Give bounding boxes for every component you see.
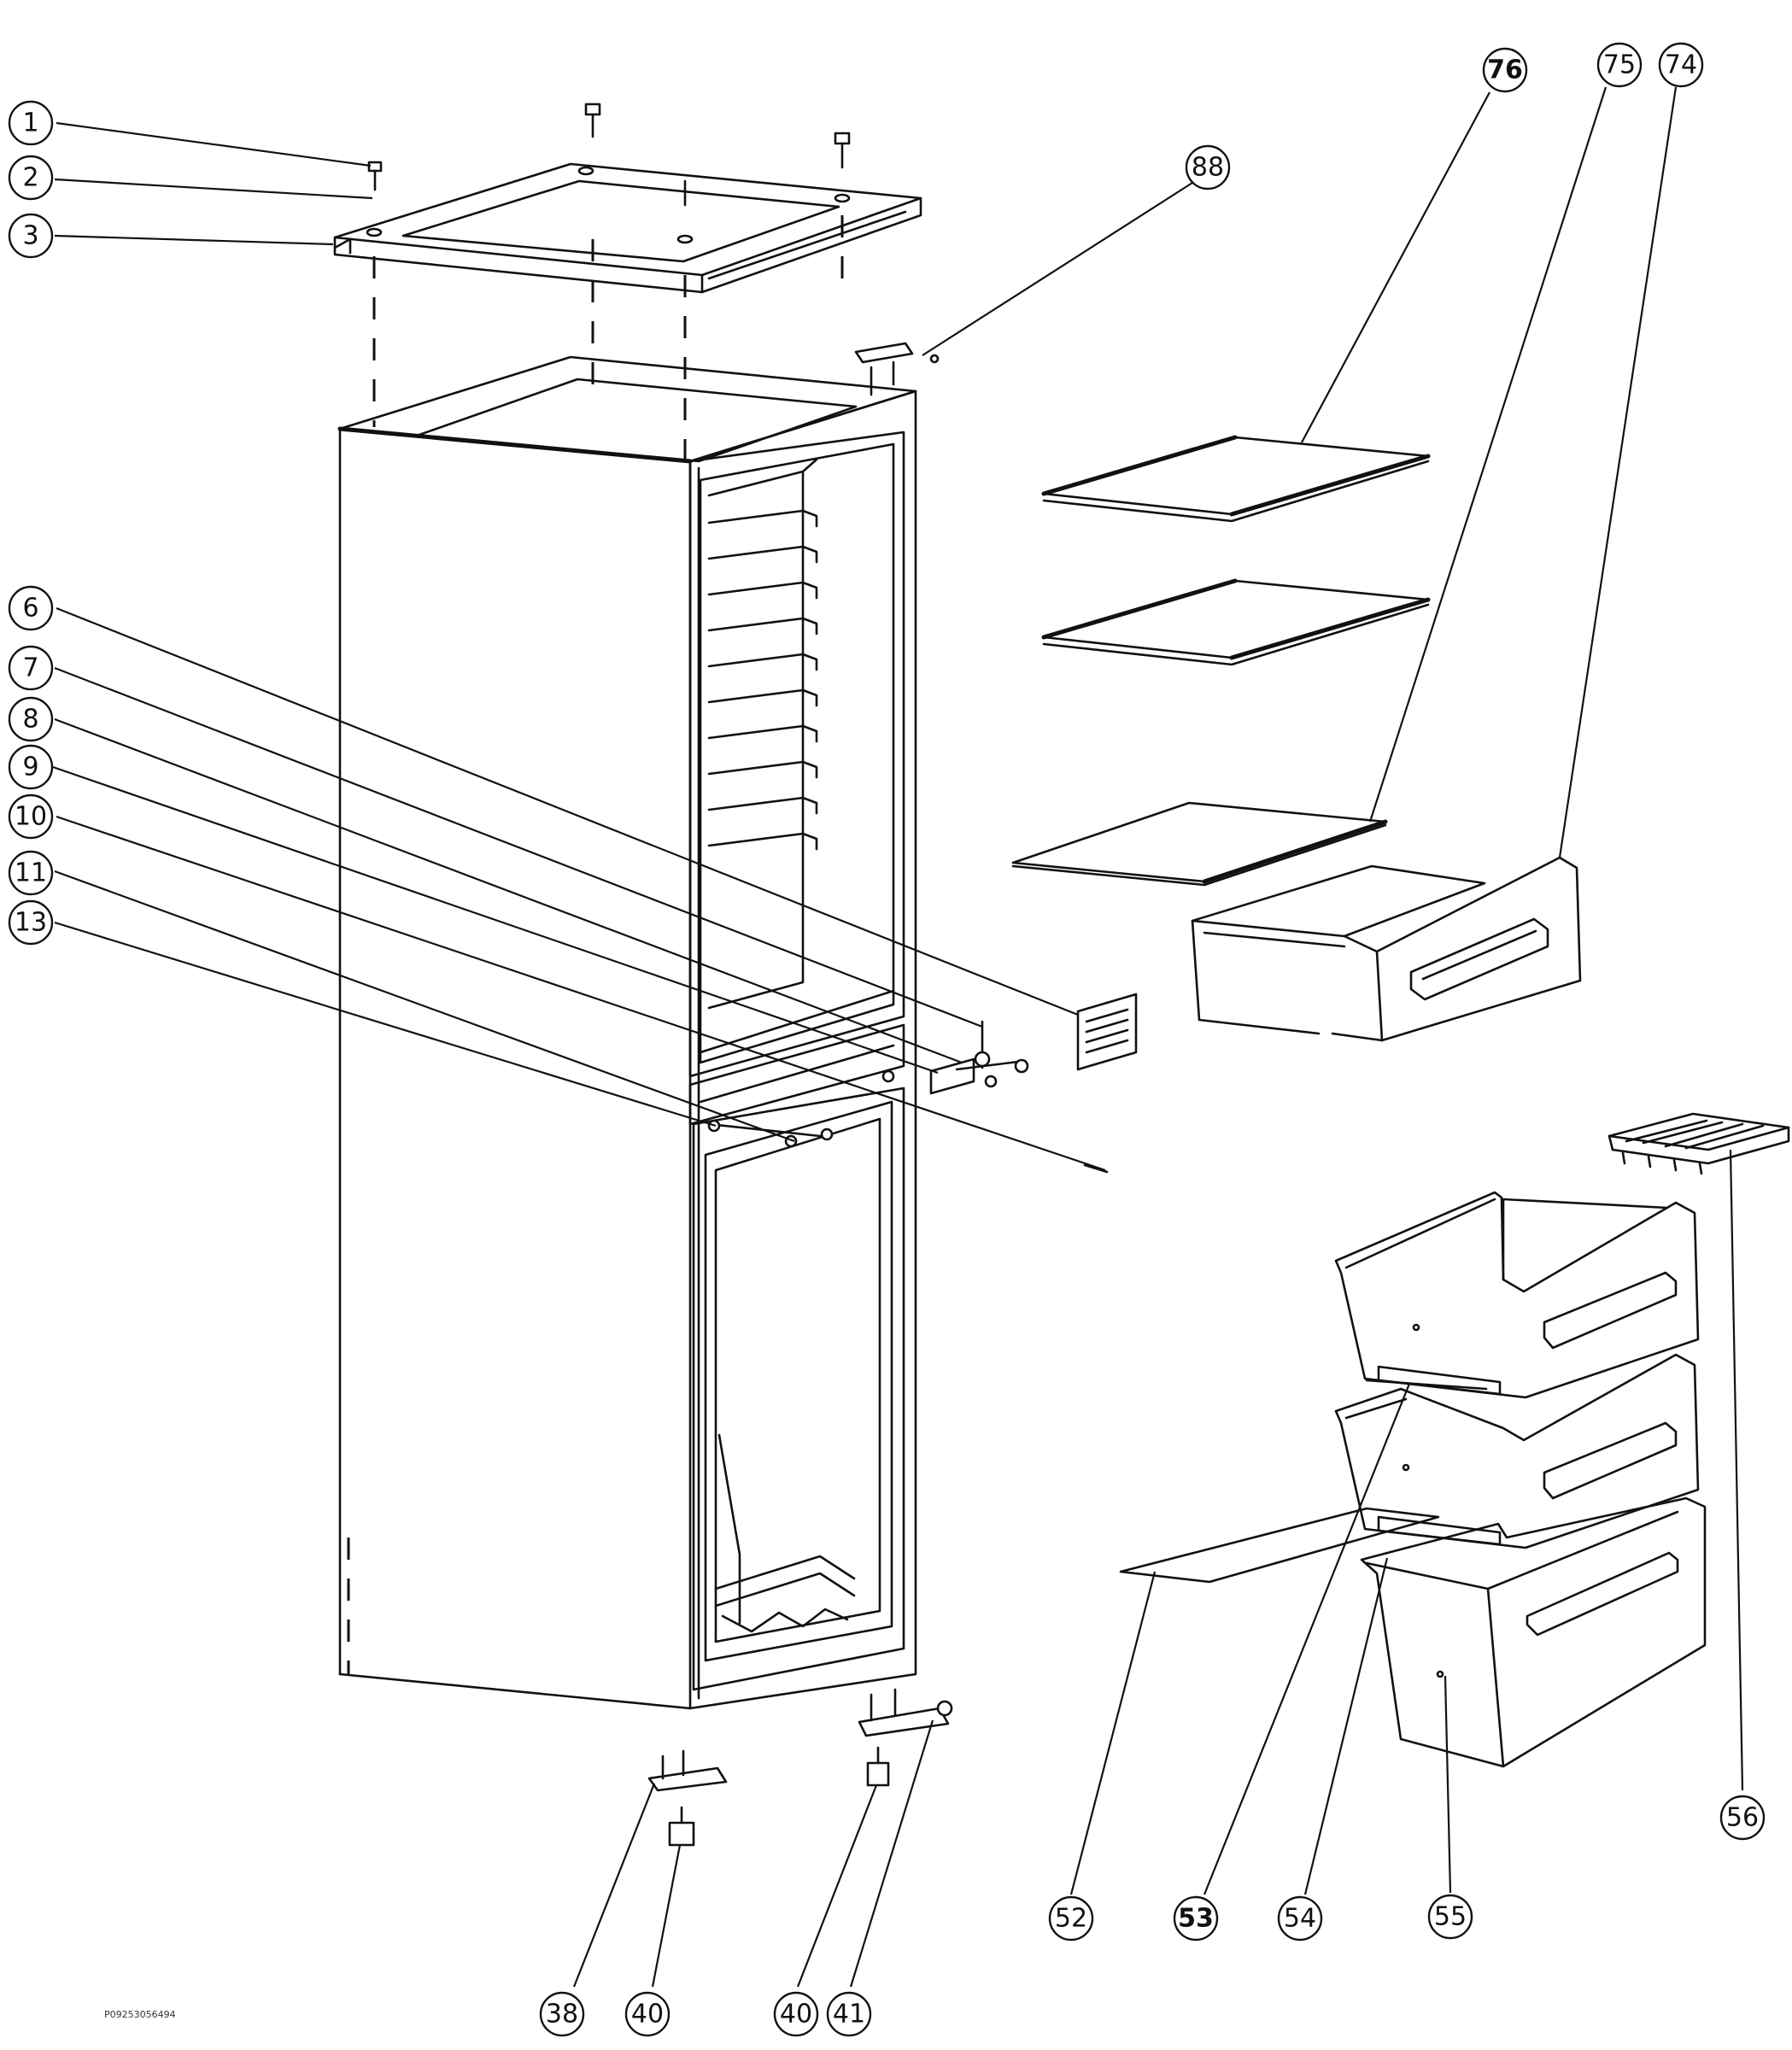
shelf-rail (707, 617, 818, 636)
shelf-rail (707, 724, 818, 743)
callout-6: 6 (8, 585, 54, 631)
shelf-rail (707, 796, 818, 815)
callout-54: 54 (1277, 1895, 1323, 1942)
shelf-rail (707, 545, 818, 564)
callout-75: 75 (1596, 42, 1643, 88)
freezer-drawer-top (1334, 1191, 1700, 1399)
top-cover (333, 162, 922, 294)
shelf-rail (707, 832, 818, 851)
callout-74: 74 (1658, 42, 1704, 88)
svg-text:75: 75 (1603, 50, 1636, 80)
callout-55: 55 (1427, 1894, 1473, 1940)
callout-8: 8 (8, 696, 54, 742)
freezer-compartment (692, 1086, 905, 1691)
callout-41: 41 (826, 1991, 872, 2037)
svg-text:55: 55 (1434, 1902, 1467, 1932)
top-hinge (854, 342, 940, 396)
svg-text:2: 2 (22, 163, 38, 193)
cabinet-body (337, 355, 917, 1710)
svg-text:7: 7 (22, 653, 38, 683)
callout-40-left: 40 (624, 1991, 671, 2037)
svg-text:52: 52 (1055, 1904, 1087, 1934)
callout-9: 9 (8, 744, 54, 790)
shelf-rail (707, 688, 818, 707)
svg-text:40: 40 (780, 2000, 812, 2030)
svg-text:38: 38 (546, 2000, 578, 2030)
glass-shelf-upper (1041, 435, 1431, 523)
svg-text:74: 74 (1665, 50, 1697, 80)
svg-text:54: 54 (1284, 1904, 1316, 1934)
callout-38: 38 (539, 1991, 585, 2037)
svg-text:40: 40 (631, 2000, 664, 2030)
svg-text:3: 3 (22, 221, 38, 251)
shelf-rail (707, 653, 818, 671)
callout-56: 56 (1719, 1795, 1766, 1841)
svg-text:9: 9 (22, 753, 38, 782)
drawing-code: P09253056494 (104, 2009, 176, 2020)
fridge-shelf-rails (707, 509, 818, 851)
freezer-drawer-middle (1334, 1353, 1700, 1549)
shelf-rail (707, 581, 818, 600)
svg-text:53: 53 (1178, 1904, 1214, 1934)
shelf-rail (707, 760, 818, 779)
callout-13: 13 (8, 899, 54, 946)
callout-88: 88 (1185, 144, 1231, 190)
callout-76: 76 (1482, 47, 1528, 93)
top-cover-screws (366, 102, 851, 244)
callout-53: 53 (1173, 1895, 1219, 1942)
glass-shelf-middle (1041, 578, 1431, 666)
hinge-hardware (707, 993, 1138, 1174)
callout-3: 3 (8, 213, 54, 259)
callout-7: 7 (8, 645, 54, 691)
crisper-drawer (1191, 856, 1582, 1042)
callout-11: 11 (8, 850, 54, 896)
compartment-divider (688, 1023, 905, 1126)
freezer-glass-plate (1119, 1507, 1440, 1584)
svg-text:76: 76 (1487, 56, 1523, 85)
svg-text:11: 11 (15, 858, 47, 888)
bottom-hinge-and-feet (647, 1688, 953, 1847)
callout-2: 2 (8, 155, 54, 201)
callout-10: 10 (8, 794, 54, 840)
svg-text:8: 8 (22, 705, 38, 735)
callouts: 1 2 3 6 7 8 9 10 11 13 76 75 74 88 56 52… (8, 42, 1766, 2037)
svg-text:41: 41 (833, 2000, 865, 2030)
svg-text:13: 13 (15, 908, 47, 938)
shelf-rail (707, 509, 818, 528)
svg-text:56: 56 (1726, 1803, 1759, 1833)
freezer-drawer-bottom (1360, 1496, 1707, 1768)
leader-lines (52, 86, 1744, 1988)
callout-52: 52 (1048, 1895, 1094, 1942)
fridge-compartment (688, 430, 905, 1078)
svg-text:6: 6 (22, 594, 38, 624)
ice-tray (1608, 1112, 1790, 1175)
svg-text:10: 10 (15, 802, 47, 832)
svg-text:88: 88 (1192, 153, 1224, 183)
svg-text:1: 1 (22, 108, 38, 138)
callout-1: 1 (8, 100, 54, 146)
glass-shelf-lower (1011, 801, 1388, 887)
callout-40-right: 40 (773, 1991, 819, 2037)
